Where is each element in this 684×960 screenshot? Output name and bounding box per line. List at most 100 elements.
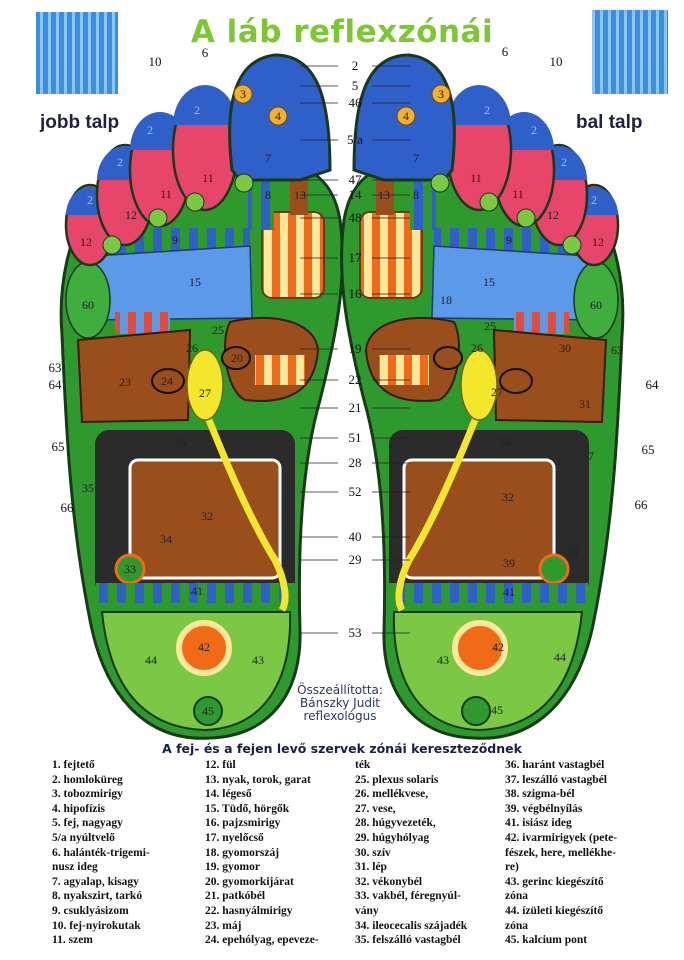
center-label: 28 <box>349 455 362 470</box>
zone-number: 24 <box>161 374 173 388</box>
legend-item: 44. ízületi kiegészítő <box>505 904 604 917</box>
left-sole-label: bal talp <box>576 112 643 133</box>
legend-item: 20. gyomorkijárat <box>205 875 294 888</box>
legend-item: 42. ivarmirigyek (pete- <box>505 831 618 844</box>
legend-item: 16. pajzsmirigy <box>205 817 281 830</box>
zone-number: 25 <box>484 319 496 333</box>
legend-item: 24. epehólyag, epeveze- <box>205 934 319 947</box>
zone-number: 33 <box>124 562 136 576</box>
center-label: 21 <box>349 400 362 415</box>
legend-item: re) <box>505 861 519 874</box>
center-label: 19 <box>349 341 362 356</box>
legend-item: 25. plexus solaris <box>355 773 439 786</box>
decorative-square-left <box>36 12 118 94</box>
center-label: 40 <box>349 529 362 544</box>
legend-item: 5. fej, nagyagy <box>52 817 123 830</box>
zone-number: 35 <box>82 481 94 495</box>
right-sole-label: jobb talp <box>40 112 120 133</box>
legend-item: 32. vékonybél <box>355 875 423 888</box>
zone-number: 45 <box>202 704 214 718</box>
zone-number: 42 <box>492 640 504 654</box>
zone-number: 41 <box>503 585 515 599</box>
zone-number: 11 <box>202 171 214 185</box>
zone-number: 43 <box>437 653 449 667</box>
outer-label: 64 <box>49 377 63 392</box>
outer-label: 65 <box>642 442 655 457</box>
legend-item: 27. vese, <box>355 802 396 815</box>
zone-number: 11 <box>470 171 482 185</box>
leader-lines <box>300 65 410 634</box>
outer-label: 10 <box>149 54 162 69</box>
center-label: 53 <box>349 625 362 640</box>
legend-item: 3. tobozmirigy <box>52 788 123 801</box>
foot-reflexology-diagram: 25465/a471448171619222151285240295310663… <box>36 10 668 740</box>
zone-number: 4 <box>275 109 281 123</box>
zone-number: 9 <box>506 233 512 247</box>
legend-item: 23. máj <box>205 919 242 932</box>
legend-item: 29. húgyhólyag <box>355 831 430 844</box>
legend-item: 18. gyomorszáj <box>205 846 280 859</box>
outer-label: 63 <box>49 360 62 375</box>
outer-label: 66 <box>61 500 75 515</box>
zone-number: 60 <box>590 298 602 312</box>
zone-number: 2 <box>194 103 200 117</box>
center-label: 48 <box>349 210 362 225</box>
legend-item: 34. ileocecalis szájadék <box>355 919 468 932</box>
center-label: 5/a <box>347 132 363 147</box>
zone-number: 26 <box>186 341 198 355</box>
zone-number: 63 <box>611 343 623 357</box>
zone-number: 13 <box>294 188 306 202</box>
legend-heading: A fej- és a fejen levő szervek zónái ker… <box>162 741 522 756</box>
zone-number: 12 <box>547 208 559 222</box>
center-label: 52 <box>349 484 362 499</box>
credit-role: reflexológus <box>303 709 377 723</box>
zone-number: 26 <box>471 341 483 355</box>
legend-item: 17. nyelőcső <box>205 831 264 844</box>
zone-number: 15 <box>483 275 495 289</box>
zone-number: 60 <box>82 298 94 312</box>
center-label: 17 <box>349 250 363 265</box>
legend-item: 4. hipofízis <box>52 802 106 815</box>
legend-item: 10. fej-nyirokutak <box>52 919 141 932</box>
center-label: 16 <box>349 286 363 301</box>
zone-number: 12 <box>592 235 604 249</box>
zone-number: 2 <box>591 193 597 207</box>
zone-number: 32 <box>201 509 213 523</box>
zone-number: 27 <box>491 385 503 399</box>
outer-label: 64 <box>646 377 660 392</box>
zone-number: 7 <box>265 151 271 165</box>
zone-number: 2 <box>147 123 153 137</box>
zone-number: 15 <box>189 275 201 289</box>
legend-item: 1. fejtető <box>52 759 95 771</box>
legend-item: 22. hasnyálmirigy <box>205 904 293 917</box>
zone-number: 37 <box>582 449 594 463</box>
legend-item: 13. nyak, torok, garat <box>205 773 311 786</box>
zone-number: 36 <box>499 435 511 449</box>
zone-number: 8 <box>265 188 271 202</box>
zone-number: 2 <box>87 193 93 207</box>
zone-number: 3 <box>240 87 246 101</box>
zone-number: 12 <box>80 235 92 249</box>
zone-number: 42 <box>198 640 210 654</box>
legend-item: nusz ideg <box>52 861 98 874</box>
legend-item: 5/a nyúltvelő <box>52 831 115 844</box>
legend-item: 7. agyalap, kisagy <box>52 875 139 888</box>
zone-number: 2 <box>531 123 537 137</box>
center-label: 47 <box>349 172 363 187</box>
legend-item: 6. halánték-trigemi- <box>52 846 150 859</box>
legend-item: fészek, here, mellékhe- <box>505 846 616 859</box>
legend-item: 33. vakbél, féregnyúl- <box>355 890 461 903</box>
zone-number: 23 <box>119 375 131 389</box>
zone-number: 11 <box>160 187 172 201</box>
legend-item: 26. mellékvese, <box>355 788 429 801</box>
zone-number: 2 <box>561 155 567 169</box>
legend-item: 15. Tüdő, hörgők <box>205 802 290 815</box>
legend-item: 36. haránt vastagbél <box>505 759 605 771</box>
center-label: 5 <box>352 78 359 93</box>
zone-number: 39 <box>503 556 515 570</box>
zone-number: 12 <box>125 208 137 222</box>
zone-number: 45 <box>491 703 503 717</box>
